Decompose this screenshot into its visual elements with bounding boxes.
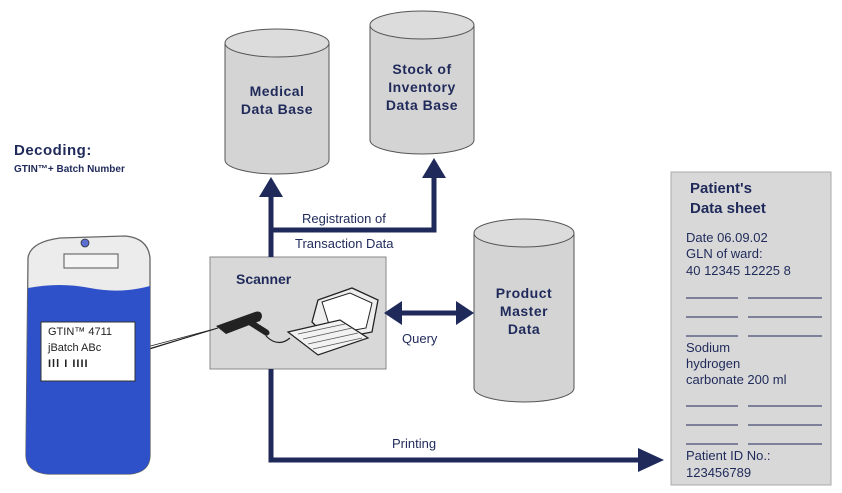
stock-database-cylinder: [369, 10, 475, 155]
sheet-product-3: carbonate 200 ml: [686, 372, 787, 387]
product-database-line-1: Product: [495, 285, 553, 301]
medical-database-line-2: Data Base: [240, 101, 314, 117]
sheet-title-2: Data sheet: [690, 200, 766, 217]
arrow-printing: [268, 369, 664, 472]
sheet-gln-label: GLN of ward:: [686, 246, 763, 261]
transaction-label: Transaction Data: [295, 236, 394, 251]
sheet-blank-lines: [686, 297, 822, 445]
printing-label: Printing: [392, 436, 437, 451]
stock-database-line-1: Stock of: [392, 61, 452, 77]
sheet-date: Date 06.09.02: [686, 230, 768, 245]
sheet-product-1: Sodium: [686, 340, 731, 355]
query-label: Query: [402, 331, 438, 346]
computer-terminal-icon: [286, 287, 379, 356]
stock-database-line-3: Data Base: [385, 97, 459, 113]
sheet-patient-id-value: 123456789: [686, 465, 752, 480]
product-database-line-2: Master: [499, 303, 549, 319]
scanner-gun-icon: [216, 311, 291, 344]
stock-database-label: Stock of Inventory Data Base: [370, 60, 474, 114]
product-database-line-3: Data: [507, 321, 541, 337]
sheet-title-1: Patient's: [690, 180, 752, 197]
bag-gtin-text: GTIN™ 4711: [48, 326, 112, 338]
bag-batch-text: jBatch ABc: [48, 342, 102, 354]
medical-database-cylinder: [224, 28, 330, 175]
scanner-label: Scanner: [236, 271, 292, 287]
decoding-title: Decoding:: [14, 142, 92, 159]
medical-database-label: Medical Data Base: [225, 82, 329, 118]
arrow-scanner-to-medical: [259, 177, 283, 257]
bag-barcode-text: Ill I IIII: [48, 358, 89, 370]
registration-label: Registration of: [302, 211, 386, 226]
arrow-query: [384, 301, 474, 325]
sheet-patient-id-label: Patient ID No.:: [686, 448, 771, 463]
patient-data-sheet: [670, 171, 832, 486]
arrow-scanner-to-stock: [271, 158, 446, 233]
sheet-gln-value: 40 12345 12225 8: [686, 263, 791, 278]
decoding-subtitle: GTIN™+ Batch Number: [14, 164, 125, 175]
product-database-cylinder: [473, 218, 575, 403]
infusion-bag-icon: [25, 235, 151, 475]
stock-database-line-2: Inventory: [388, 79, 456, 95]
medical-database-line-1: Medical: [249, 83, 305, 99]
product-database-label: Product Master Data: [474, 284, 574, 338]
sheet-product-2: hydrogen: [686, 356, 741, 371]
